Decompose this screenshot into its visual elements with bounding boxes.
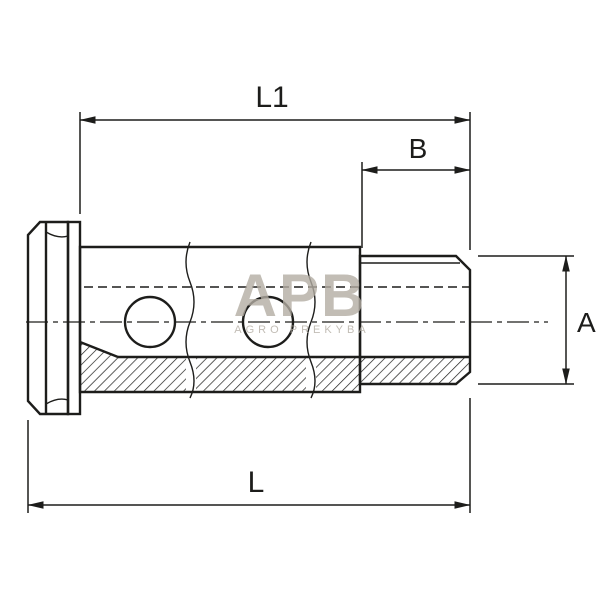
- thread-outline: [358, 254, 472, 386]
- dimension-l: L: [27, 398, 471, 513]
- dimension-b: B: [361, 133, 471, 248]
- dimension-b-label: B: [409, 133, 428, 164]
- dimension-l-label: L: [248, 466, 265, 499]
- bolt-shank: [78, 241, 472, 399]
- hex-head-top-chamfer-arc: [45, 231, 69, 238]
- bore-taper-line: [79, 340, 119, 359]
- hex-head-bottom-chamfer-arc: [45, 398, 69, 405]
- dimension-a: A: [478, 255, 596, 385]
- dimension-l1: L1: [79, 81, 471, 250]
- bolt-part: [26, 220, 548, 416]
- watermark-logo: APB: [234, 262, 367, 329]
- dimension-a-label: A: [577, 307, 596, 338]
- watermark-tagline: AGRO PREKYBA: [234, 324, 369, 336]
- watermark: APB AGRO PREKYBA: [234, 262, 369, 336]
- break-line-right: [306, 241, 316, 399]
- hatch-segment-left: [80, 342, 186, 392]
- section-hatching: [80, 342, 470, 392]
- dimension-l1-label: L1: [255, 81, 288, 114]
- shank-outline: [78, 245, 362, 394]
- hatch-segment-middle: [196, 357, 306, 392]
